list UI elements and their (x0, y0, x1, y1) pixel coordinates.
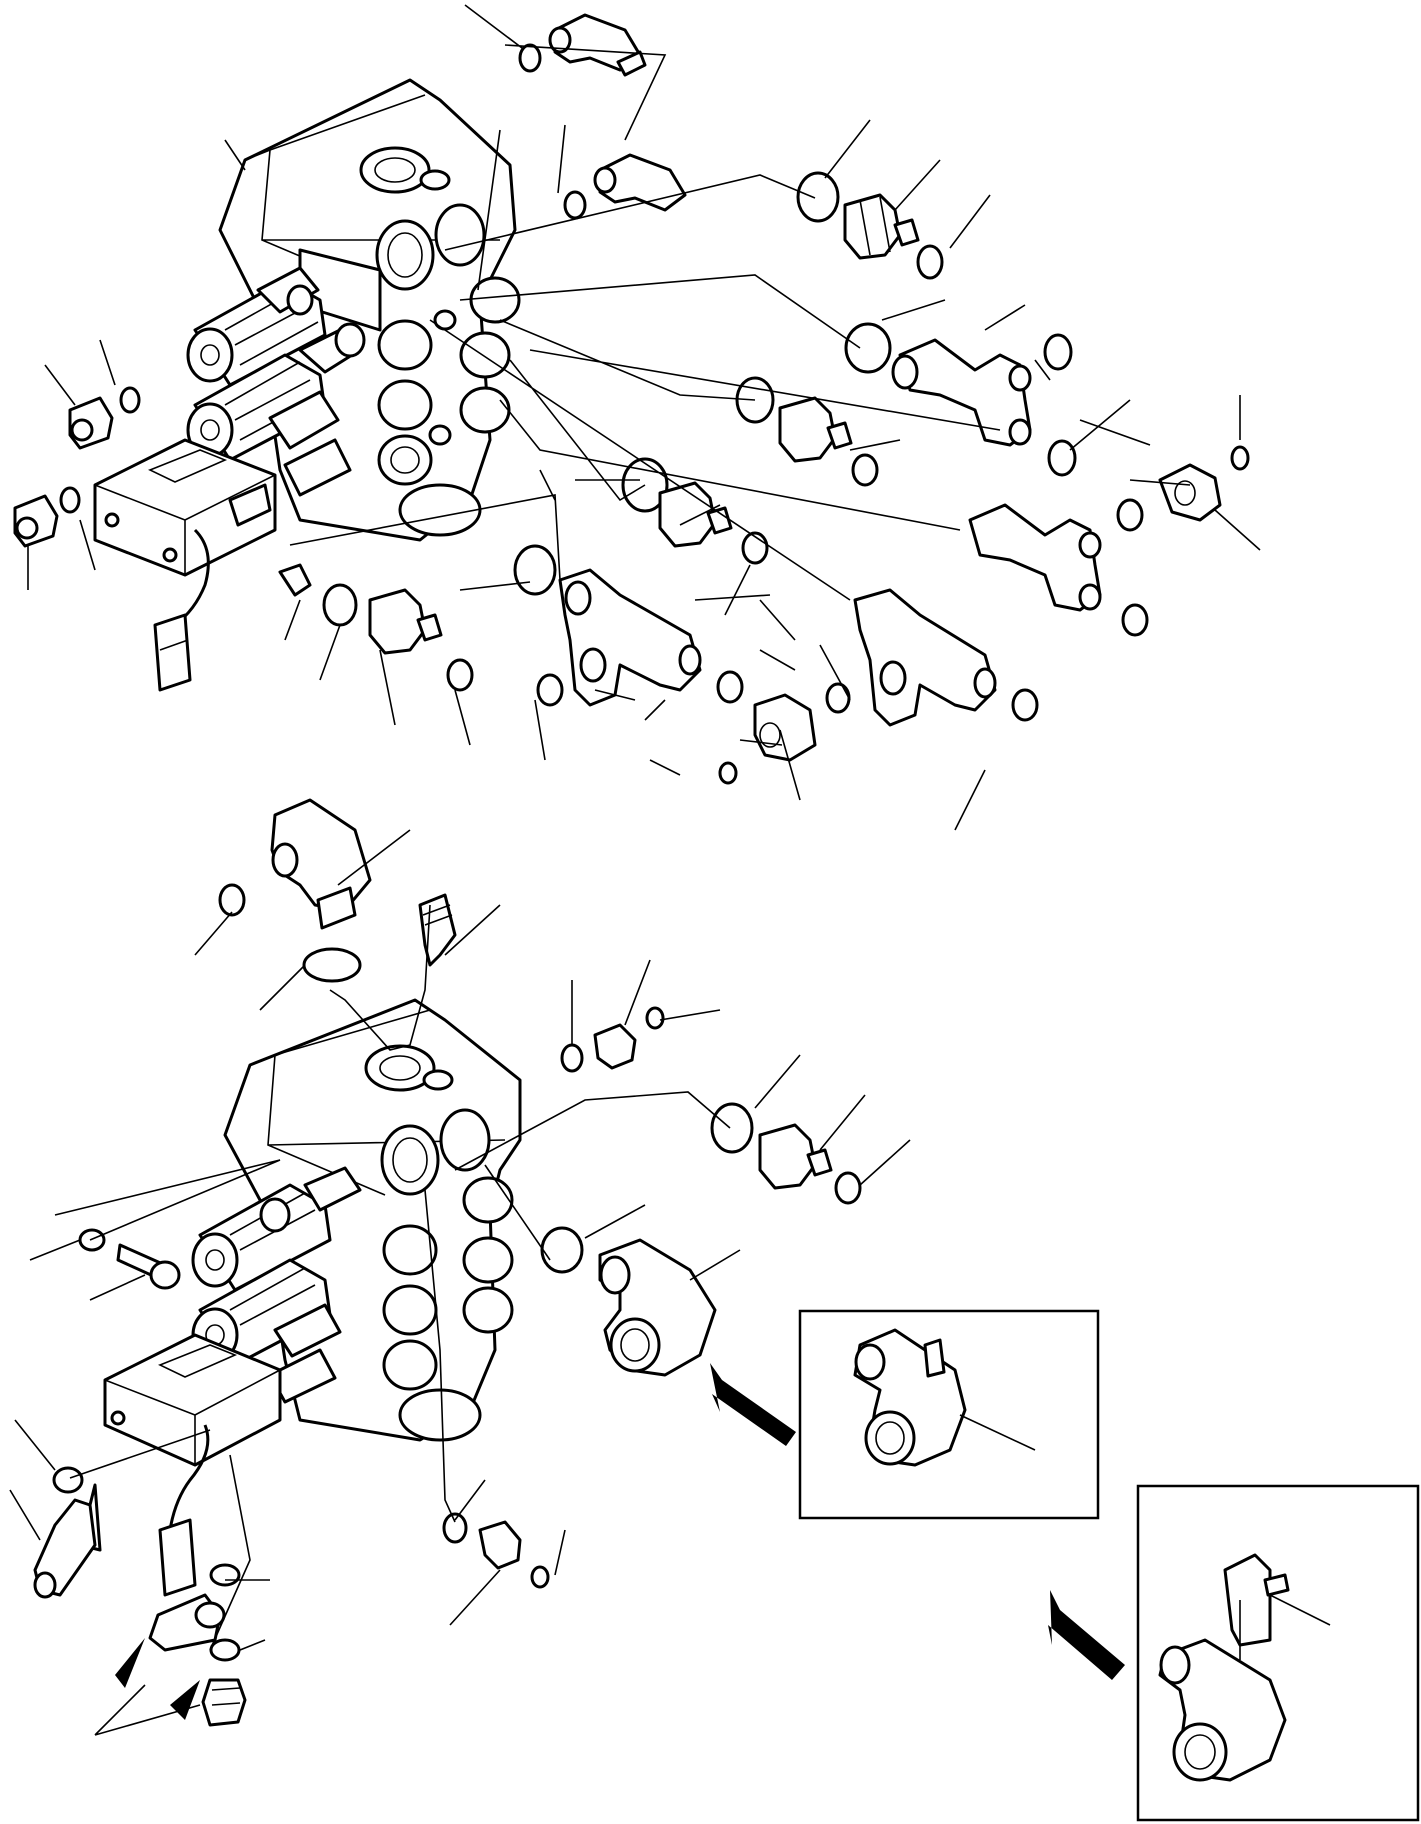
detail-elbow-inset (798, 1309, 1100, 1520)
adapter-row-2 (735, 376, 879, 487)
tee-fitting-3 (513, 544, 744, 707)
lower-fittings (33, 798, 862, 1727)
callout-leaders-lower (9, 829, 911, 1736)
upper-assembly (13, 4, 1261, 831)
port-connection-lines-upper (289, 174, 1001, 601)
view-arrow-icon (1048, 1590, 1125, 1680)
adapter-row-3 (621, 457, 769, 565)
left-plugs (13, 386, 141, 548)
view-arrow-icon (115, 1363, 796, 1720)
plug-cap (278, 563, 358, 627)
port-connection-lines-lower (54, 904, 731, 1651)
tee-fitting-4 (718, 588, 1039, 785)
callout-leaders-upper (27, 4, 1261, 831)
solenoid-cartridges (186, 266, 366, 497)
solenoid-coil-box-lower (103, 1333, 282, 1597)
detail-tee-inset (1136, 1484, 1420, 1822)
tee-fitting-1 (844, 322, 1077, 477)
lower-assembly (9, 798, 911, 1736)
elbow-fitting-top (518, 13, 687, 220)
tee-fitting-2 (968, 445, 1250, 637)
adapter-row-4 (368, 588, 474, 692)
solenoid-coil-box (93, 438, 277, 692)
adapter-row-1 (796, 171, 944, 280)
